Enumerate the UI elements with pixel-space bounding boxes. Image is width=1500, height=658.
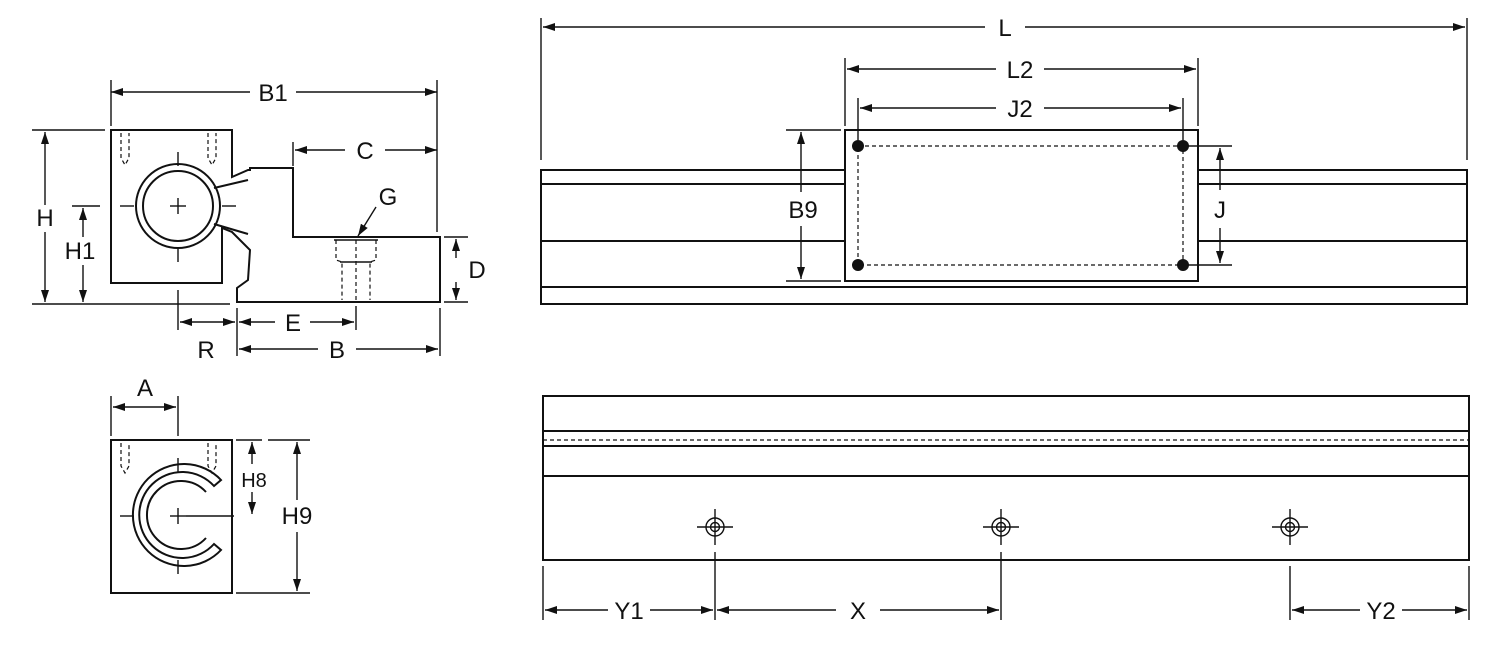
rail-mounting-hole <box>1272 509 1308 545</box>
mounting-hole <box>852 140 864 152</box>
carriage-plate <box>844 129 1199 282</box>
label-a: A <box>137 375 153 402</box>
rail-mounting-hole <box>983 509 1019 545</box>
label-l2: L2 <box>1007 57 1034 84</box>
label-x: X <box>850 598 866 625</box>
label-h9: H9 <box>282 503 313 530</box>
label-c: C <box>356 138 373 165</box>
top-view-assembly: L L2 J2 B9 J <box>540 15 1468 305</box>
label-b1: B1 <box>258 80 287 107</box>
label-h8: H8 <box>241 470 267 492</box>
bearing-inner-ring <box>142 170 214 242</box>
tapped-hole <box>335 240 377 300</box>
label-l: L <box>998 15 1011 42</box>
side-view-rail: Y1 X Y2 <box>542 395 1470 625</box>
rail-mounting-hole <box>697 509 733 545</box>
label-j2: J2 <box>1007 96 1032 123</box>
label-e: E <box>285 310 301 337</box>
label-y1: Y1 <box>614 598 643 625</box>
rail-side-view <box>542 395 1470 561</box>
mounting-hole <box>852 259 864 271</box>
mounting-hole <box>1177 140 1189 152</box>
open-bearing-ring <box>131 463 223 567</box>
label-b9: B9 <box>788 197 817 224</box>
end-view-assembly: B1 C G H H1 D R <box>32 80 486 364</box>
mounting-hole <box>1177 259 1189 271</box>
label-h: H <box>36 205 53 232</box>
label-r: R <box>197 337 214 364</box>
label-h1: H1 <box>65 238 96 265</box>
label-j: J <box>1214 197 1226 224</box>
label-b: B <box>329 337 345 364</box>
label-y2: Y2 <box>1366 598 1395 625</box>
label-g: G <box>379 184 398 211</box>
mounting-pattern <box>857 145 1184 266</box>
label-d: D <box>468 257 485 284</box>
open-bearing-view: A H8 H9 <box>110 375 313 594</box>
